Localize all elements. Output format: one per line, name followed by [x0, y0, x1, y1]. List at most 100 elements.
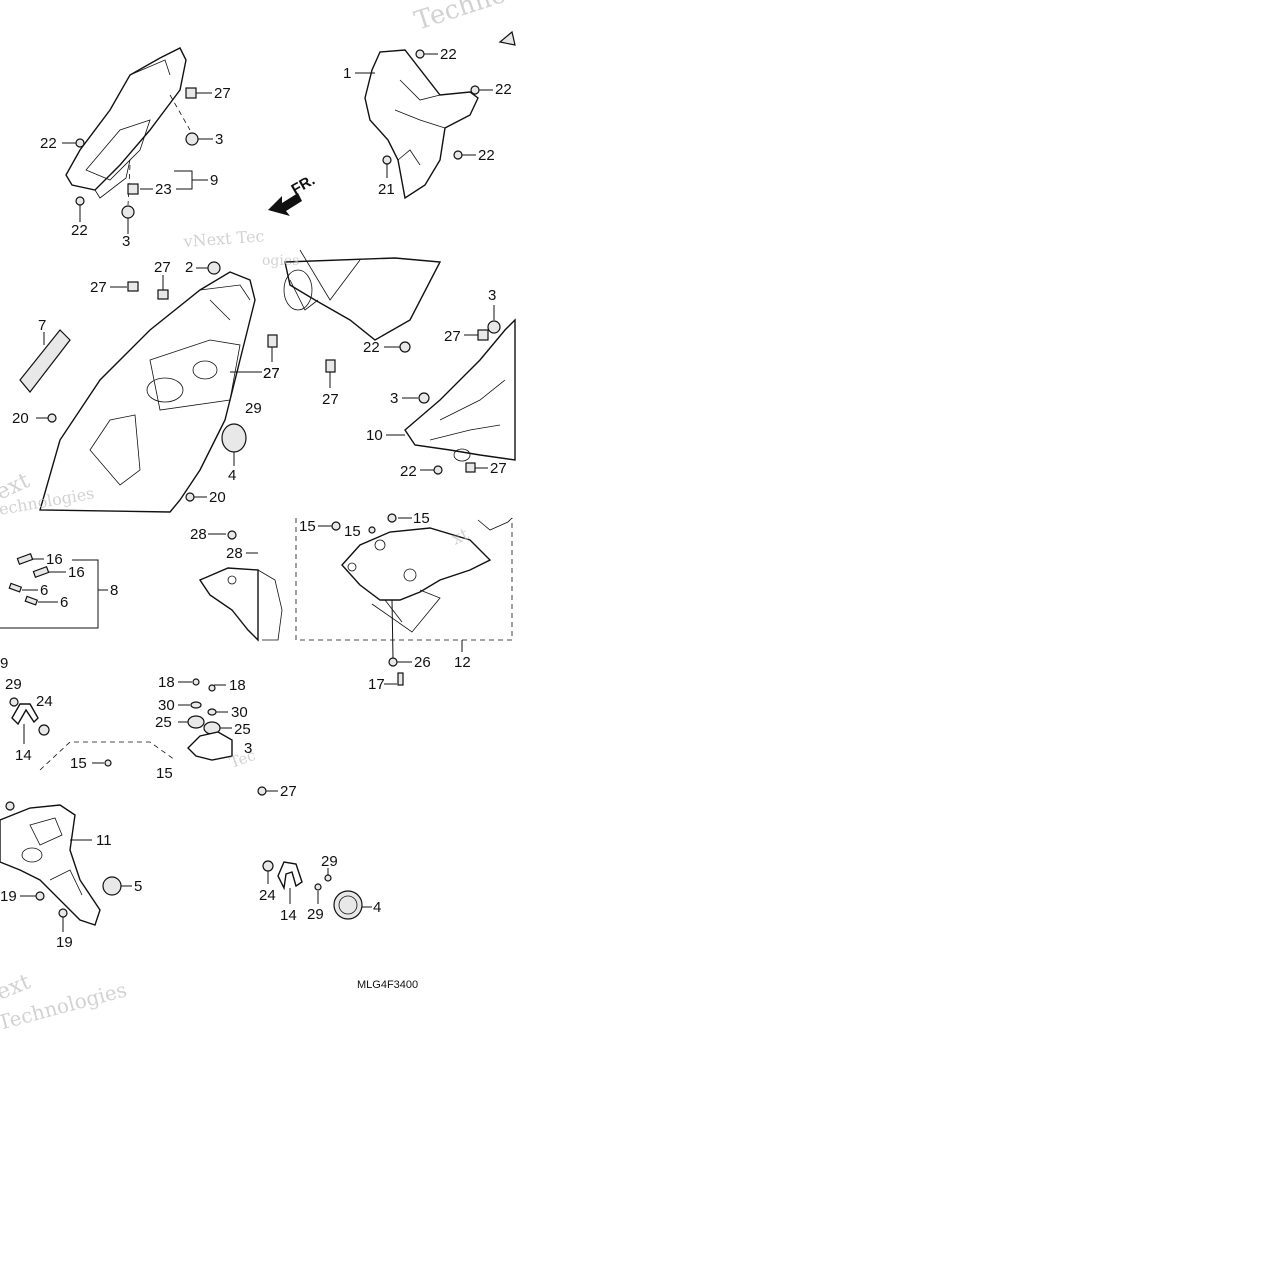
panel-reflector-and-stay: 16 16 6 6 8 29 9 24 14 28 28: [0, 526, 283, 782]
callout-28: 28: [226, 545, 243, 562]
callout-23: 23: [155, 181, 172, 198]
grommet-icon: [418, 392, 430, 404]
seal-icon: [16, 553, 34, 565]
watermark: ogies: [262, 253, 299, 269]
callout-6: 6: [40, 582, 48, 599]
screw-icon: [433, 465, 443, 475]
callout-15: 15: [299, 518, 316, 535]
callout-26: 26: [414, 654, 431, 671]
callout-7: 7: [38, 317, 46, 334]
watermark: xt: [449, 524, 472, 549]
screw-icon: [470, 85, 480, 95]
callout-12: 12: [454, 654, 471, 671]
washer-icon: [368, 526, 376, 534]
grommet-icon: [102, 876, 122, 896]
panel-inner-fender: 22 22 22 21 1 FR. Techno: [268, 0, 516, 216]
grommet-icon: [185, 132, 199, 146]
callout-3: 3: [244, 740, 252, 757]
callout-22: 22: [71, 222, 88, 239]
callout-3: 3: [122, 233, 130, 250]
panel-license-bracket: 15 15 15 26 17 12 xt: [295, 510, 513, 693]
callout-1: 1: [343, 65, 351, 82]
callout-21: 21: [378, 181, 395, 198]
seal-icon: [32, 566, 50, 578]
callout-29: 29: [5, 676, 22, 693]
bracket-icon: [277, 861, 303, 891]
screw-icon: [324, 874, 332, 882]
callout-11: 11: [96, 832, 112, 849]
screw-icon: [35, 891, 45, 901]
nut-icon: [38, 724, 50, 736]
callout-24: 24: [36, 693, 53, 710]
callout-25: 25: [155, 714, 172, 731]
bolt-icon: [397, 672, 404, 686]
callout-8: 8: [110, 582, 118, 599]
callout-9: 9: [0, 655, 8, 672]
callout-20: 20: [209, 489, 226, 506]
screw-icon: [227, 530, 237, 540]
clip-nut-icon: [477, 329, 489, 341]
pin-icon: [24, 595, 39, 606]
screw-icon: [47, 413, 57, 423]
callout-15: 15: [70, 755, 87, 772]
front-direction-arrow-icon: [268, 193, 302, 216]
washer-icon: [331, 521, 341, 531]
screw-icon: [314, 883, 322, 891]
callout-16: 16: [68, 564, 85, 581]
clip-nut-icon: [185, 87, 197, 99]
callout-5: 5: [134, 878, 142, 895]
callout-14: 14: [280, 907, 297, 924]
screw-icon: [75, 196, 85, 206]
callout-10: 10: [366, 427, 383, 444]
callout-28: 28: [190, 526, 207, 543]
callout-27: 27: [280, 783, 297, 800]
clip-nut-icon: [325, 359, 336, 373]
washer-icon: [207, 708, 217, 716]
clip-nut-icon: [127, 281, 139, 292]
panel-license-light-cover: 11 5 19 19 27 24 14 29 29 4 MLG4F3400 ex…: [0, 783, 418, 1035]
screw-icon: [58, 908, 68, 918]
screw-icon: [75, 138, 85, 148]
callout-22: 22: [478, 147, 495, 164]
callout-6: 6: [60, 594, 68, 611]
callout-3: 3: [488, 287, 496, 304]
callout-27: 27: [154, 259, 171, 276]
screw-icon: [453, 150, 463, 160]
callout-27: 27: [214, 85, 231, 102]
screw-icon: [382, 155, 392, 165]
callout-3: 3: [390, 390, 398, 407]
clip-nut-icon: [267, 334, 278, 348]
callout-15: 15: [413, 510, 430, 527]
callout-14: 14: [15, 747, 32, 764]
callout-22: 22: [400, 463, 417, 480]
watermark: vNext Tec: [182, 226, 265, 251]
rubber-mount-icon: [187, 715, 205, 729]
callout-30: 30: [158, 697, 175, 714]
grommet-icon: [121, 205, 135, 219]
callout-19: 19: [56, 934, 73, 951]
callout-9: 9: [210, 172, 218, 189]
washer-icon: [387, 513, 397, 523]
callout-18: 18: [158, 674, 175, 691]
callout-3: 3: [215, 131, 223, 148]
bracket-icon: [11, 703, 39, 726]
callout-2: 2: [185, 259, 193, 276]
callout-27: 27: [90, 279, 107, 296]
callout-22: 22: [495, 81, 512, 98]
panel-rear-side-cover-left: 27 3 23 9 3 22 22 vNext Tec: [40, 47, 265, 251]
reflector-icon: [333, 890, 363, 920]
washer-icon: [190, 701, 202, 709]
clip-nut-icon: [465, 462, 476, 473]
pin-icon: [8, 582, 23, 593]
screw-icon: [9, 697, 19, 707]
callout-22: 22: [440, 46, 457, 63]
callout-24: 24: [259, 887, 276, 904]
callout-25: 25: [234, 721, 251, 738]
nut-icon: [262, 860, 274, 872]
grommet-icon: [399, 341, 411, 353]
watermark: Techno: [411, 0, 510, 37]
callout-18: 18: [229, 677, 246, 694]
washer-icon: [388, 657, 398, 667]
callout-20: 20: [12, 410, 29, 427]
